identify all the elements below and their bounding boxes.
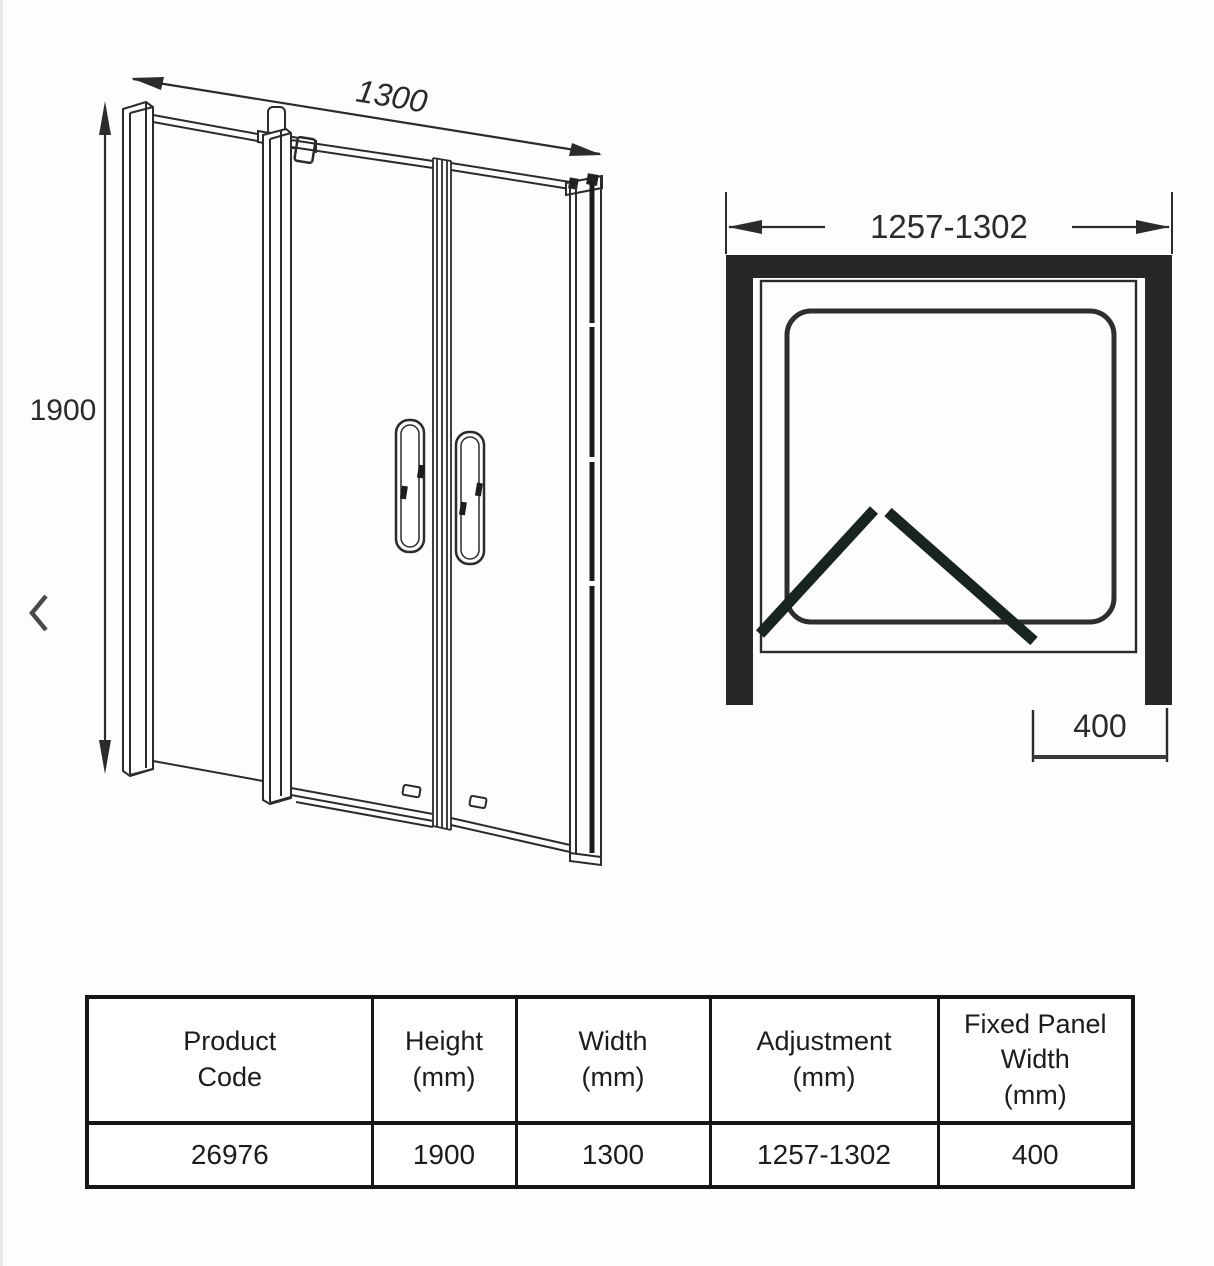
- right-door-handle: [454, 430, 486, 566]
- plan-view-drawing: 1257-1302 400: [725, 192, 1173, 762]
- width-dimension-label: 1300: [354, 72, 430, 119]
- height-dimension-label: 1900: [30, 394, 97, 427]
- inner-frame-outline: [759, 279, 1138, 654]
- spec-table-header-row: Product Code Height (mm) Width (mm) Adju…: [85, 995, 1135, 1125]
- chevron-left-icon: [29, 594, 48, 632]
- left-wall-profile: [122, 100, 154, 778]
- spec-value-product-code: 26976: [85, 1121, 374, 1189]
- enclosure-walls: [726, 255, 1172, 705]
- left-door-handle: [394, 418, 426, 554]
- fixed-panel-glass: [152, 114, 264, 782]
- spec-header-width: Width (mm): [514, 995, 712, 1125]
- spec-header-product-code: Product Code: [85, 995, 374, 1125]
- fixed-panel-dimension-label: 400: [1073, 708, 1126, 744]
- front-elevation-drawing: 1300 1900: [30, 72, 603, 867]
- spec-value-height: 1900: [370, 1121, 518, 1189]
- center-mullion: [432, 157, 452, 831]
- width-dimension: 1300: [131, 72, 602, 156]
- spec-header-adjustment: Adjustment (mm): [708, 995, 940, 1125]
- adjustment-dimension: 1257-1302: [725, 192, 1173, 254]
- height-dimension: 1900: [30, 101, 111, 774]
- fixed-panel-dimension: 400: [1031, 708, 1169, 762]
- spec-value-width: 1300: [514, 1121, 712, 1189]
- carousel-prev-button[interactable]: [18, 584, 62, 642]
- door-swing-lines: [755, 506, 1038, 646]
- right-frame-profile: [565, 173, 603, 867]
- spec-header-height: Height (mm): [370, 995, 518, 1125]
- spec-table-value-row: 26976 1900 1300 1257-1302 400: [85, 1121, 1135, 1189]
- spec-header-fixed-panel-width: Fixed Panel Width (mm): [936, 995, 1135, 1125]
- spec-value-adjustment: 1257-1302: [708, 1121, 940, 1189]
- spec-value-fixed-panel-width: 400: [936, 1121, 1135, 1189]
- carousel-edge-divider: [0, 0, 3, 1266]
- right-door-glass: [450, 162, 571, 853]
- adjustment-dimension-label: 1257-1302: [870, 208, 1028, 245]
- shower-tray-outline: [784, 308, 1117, 625]
- spec-table: Product Code Height (mm) Width (mm) Adju…: [85, 995, 1135, 1189]
- hinge-post: [257, 106, 317, 806]
- bottom-seal-blocks: [401, 784, 488, 809]
- left-door-glass: [290, 139, 434, 828]
